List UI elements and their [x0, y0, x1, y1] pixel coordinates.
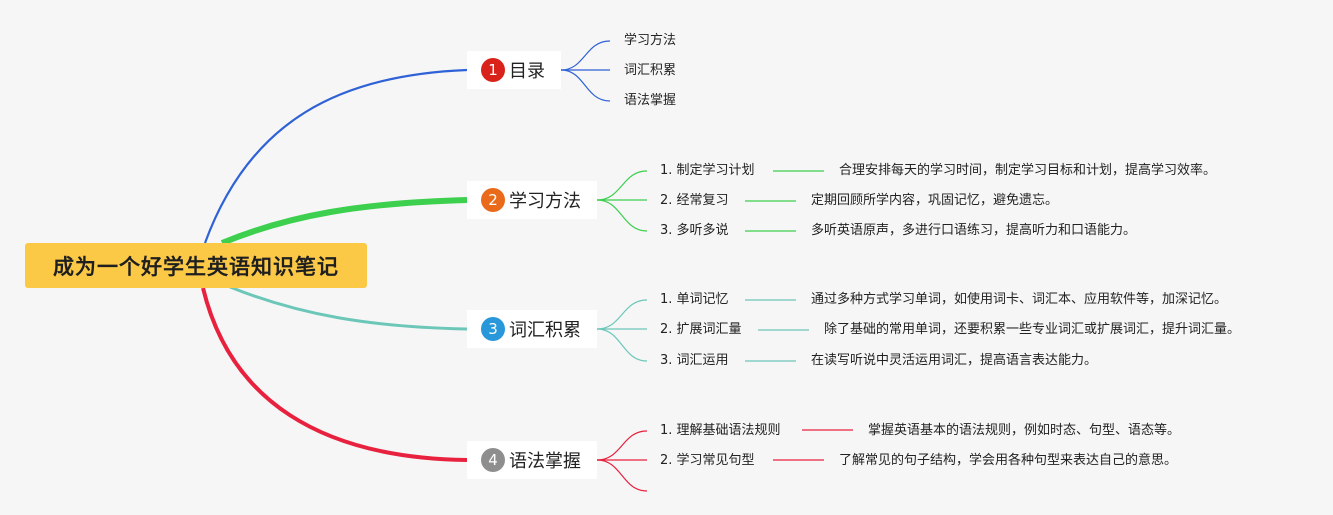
branch-label: 语法掌握 — [509, 451, 581, 472]
branch-connector-2 — [220, 197, 468, 246]
sub-connector — [596, 459, 648, 492]
sub-connector — [560, 69, 611, 102]
leaf-note: 多听英语原声，多进行口语练习，提高听力和口语能力。 — [811, 223, 1137, 238]
leaf-item[interactable]: 2. 扩展词汇量 — [660, 322, 742, 337]
leaf-item[interactable]: 学习方法 — [624, 33, 677, 48]
leaf-item[interactable]: 3. 词汇运用 — [660, 353, 729, 368]
branch-node-study-methods[interactable]: 2 学习方法 — [467, 181, 597, 219]
sub-connector — [596, 170, 648, 201]
leaf-note: 了解常见的句子结构，学会用各种句型来表达自己的意思。 — [839, 453, 1178, 468]
branch-connector-3 — [229, 285, 468, 331]
leaf-item[interactable]: 词汇积累 — [624, 63, 677, 78]
branch-label: 目录 — [509, 61, 545, 82]
branch-node-grammar[interactable]: 4 语法掌握 — [467, 441, 597, 479]
leaf-item[interactable]: 2. 经常复习 — [660, 193, 729, 208]
number-badge-icon: 3 — [481, 317, 505, 341]
leaf-item[interactable]: 语法掌握 — [624, 93, 677, 108]
leaf-item[interactable]: 2. 学习常见句型 — [660, 453, 755, 468]
leaf-note: 掌握英语基本的语法规则，例如时态、句型、语态等。 — [868, 423, 1181, 438]
sub-connector — [596, 299, 648, 330]
branch-connector-4 — [201, 287, 468, 462]
leaf-item[interactable]: 1. 理解基础语法规则 — [660, 423, 781, 438]
sub-connector — [596, 199, 648, 232]
leaf-note: 除了基础的常用单词，还要积累一些专业词汇或扩展词汇，提升词汇量。 — [824, 322, 1241, 337]
sub-connector — [560, 40, 611, 71]
number-badge-icon: 1 — [481, 58, 505, 82]
leaf-item[interactable]: 3. 多听多说 — [660, 223, 729, 238]
branch-connector-1 — [203, 68, 468, 244]
sub-connector — [596, 430, 648, 461]
leaf-note: 通过多种方式学习单词，如使用词卡、词汇本、应用软件等，加深记忆。 — [811, 292, 1228, 307]
number-badge-icon: 2 — [481, 188, 505, 212]
branch-label: 学习方法 — [509, 191, 581, 212]
root-title: 成为一个好学生英语知识笔记 — [53, 254, 339, 279]
leaf-item[interactable]: 1. 单词记忆 — [660, 292, 729, 307]
branch-label: 词汇积累 — [509, 320, 581, 341]
leaf-note: 合理安排每天的学习时间，制定学习目标和计划，提高学习效率。 — [839, 163, 1217, 178]
leaf-note: 定期回顾所学内容，巩固记忆，避免遗忘。 — [811, 193, 1059, 208]
leaf-item[interactable]: 1. 制定学习计划 — [660, 163, 755, 178]
sub-connector — [596, 328, 648, 362]
number-badge-icon: 4 — [481, 448, 505, 472]
branch-node-contents[interactable]: 1 目录 — [467, 51, 561, 89]
branch-node-vocabulary[interactable]: 3 词汇积累 — [467, 310, 597, 348]
leaf-note: 在读写听说中灵活运用词汇，提高语言表达能力。 — [811, 353, 1098, 368]
root-node[interactable]: 成为一个好学生英语知识笔记 — [25, 243, 367, 288]
